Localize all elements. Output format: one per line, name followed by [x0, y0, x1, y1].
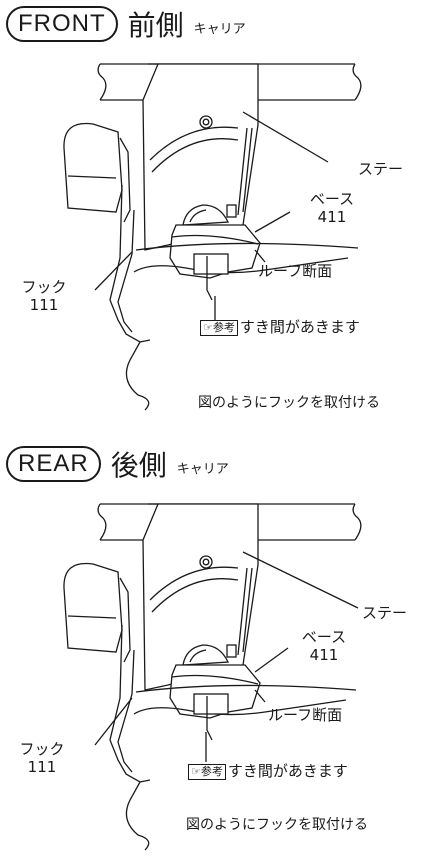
- crossbar-left-break: [97, 63, 107, 101]
- front-subtitle: キャリア: [193, 21, 246, 37]
- rear-roof-label: ルーフ断面: [268, 706, 343, 724]
- rear-title-en: REAR: [6, 446, 101, 482]
- rear-attach-note: 図のようにフックを取付ける: [186, 817, 368, 833]
- rear-heading: REAR 後側 キャリア: [6, 444, 229, 484]
- rear-ref-tag-text: 参考: [200, 765, 223, 778]
- front-carrier-drawing: [63, 63, 362, 411]
- rear-leader-roof: [254, 689, 266, 703]
- rear-roof-top-line: [135, 684, 357, 693]
- leader-base: [254, 211, 291, 233]
- rear-base-label: ベース 411: [294, 628, 354, 664]
- end-cap: [63, 122, 123, 213]
- front-title-en: FRONT: [6, 6, 118, 42]
- rear-leader-hook: [94, 697, 133, 746]
- front-ref-tag-text: 参考: [212, 321, 235, 334]
- rear-hook-text: フック: [19, 740, 65, 758]
- front-base-num: 411: [317, 208, 347, 226]
- front-hook-label: フック 111: [4, 278, 84, 314]
- roof-top-line: [135, 242, 359, 251]
- front-roof-label: ルーフ断面: [258, 262, 333, 280]
- rear-roof-bottom-line: [133, 699, 347, 716]
- rear-subtitle: キャリア: [176, 461, 229, 477]
- front-base-text: ベース: [309, 190, 355, 208]
- front-base-label: ベース 411: [302, 190, 362, 226]
- rear-gap-note: ☞参考すき間があきます: [188, 762, 348, 781]
- rear-bolt-hole: [199, 555, 213, 569]
- crossbar-right-break: [352, 63, 362, 101]
- rear-stay-label: ステー: [362, 604, 408, 622]
- front-title-jp: 前側: [127, 9, 184, 42]
- rear-ref-tag: ☞参考: [188, 764, 226, 780]
- front-hook-num: 111: [29, 296, 59, 314]
- leader-hook: [94, 251, 133, 291]
- rear-title-jp: 後側: [110, 449, 167, 482]
- front-hook-text: フック: [21, 278, 67, 296]
- front-section: FRONT 前側 キャリア ステー ベース 411 ルーフ断面 フック 111 …: [0, 0, 421, 425]
- base-dome: [182, 204, 229, 226]
- bolt-hole: [199, 115, 213, 129]
- rear-end-cap: [63, 562, 123, 653]
- leader-stay: [242, 111, 329, 163]
- front-gap-note: ☞参考すき間があきます: [200, 318, 360, 337]
- front-stay-label: ステー: [358, 160, 404, 178]
- front-ref-tag: ☞参考: [200, 320, 238, 336]
- rear-base-num: 411: [309, 646, 339, 664]
- rear-base-body: [169, 664, 261, 719]
- roof-bottom-line: [133, 257, 349, 274]
- front-attach-note: 図のようにフックを取付ける: [198, 395, 380, 411]
- rear-hook-num: 111: [27, 758, 57, 776]
- rear-base-dome: [182, 644, 229, 666]
- rear-section: REAR 後側 キャリア ステー ベース 411 ルーフ断面 フック 111 ☞…: [0, 440, 421, 865]
- front-heading: FRONT 前側 キャリア: [6, 4, 246, 44]
- rear-gap-text: すき間があきます: [227, 762, 348, 780]
- rear-base-text: ベース: [301, 628, 347, 646]
- rear-carrier-drawing: [63, 503, 362, 851]
- rear-leader-base: [254, 647, 289, 673]
- front-gap-text: すき間があきます: [239, 318, 360, 336]
- rear-leader-stay: [242, 551, 359, 609]
- leader-roof: [254, 249, 266, 263]
- rear-hook-label: フック 111: [2, 740, 82, 776]
